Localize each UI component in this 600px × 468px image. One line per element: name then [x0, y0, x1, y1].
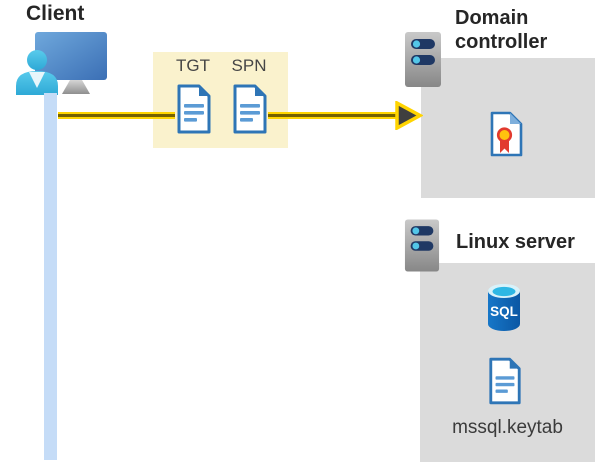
tgt-document-icon [177, 84, 211, 134]
linux-server-icon [404, 219, 440, 272]
kerberos-arrow-segment-right [268, 112, 396, 119]
certificate-icon [490, 111, 523, 157]
monitor-icon [35, 32, 107, 94]
spn-label: SPN [231, 56, 267, 75]
domain-controller-label: Domain controller [455, 7, 548, 53]
kerberos-arrow-segment-left [58, 112, 175, 119]
person-icon [16, 50, 58, 95]
linux-server-label: Linux server [456, 231, 575, 253]
keytab-document-icon [489, 357, 521, 405]
client-workstation-icon [16, 32, 107, 95]
client-label: Client [26, 2, 85, 25]
spn-document-icon [233, 84, 267, 134]
arrowhead-icon [395, 101, 423, 130]
client-timeline [44, 93, 57, 460]
sql-icon-text: SQL [490, 304, 518, 319]
tgt-label: TGT [176, 56, 210, 75]
domain-controller-server-icon [405, 32, 441, 87]
keytab-filename-label: mssql.keytab [452, 417, 563, 438]
sql-database-icon: SQL [488, 284, 520, 331]
